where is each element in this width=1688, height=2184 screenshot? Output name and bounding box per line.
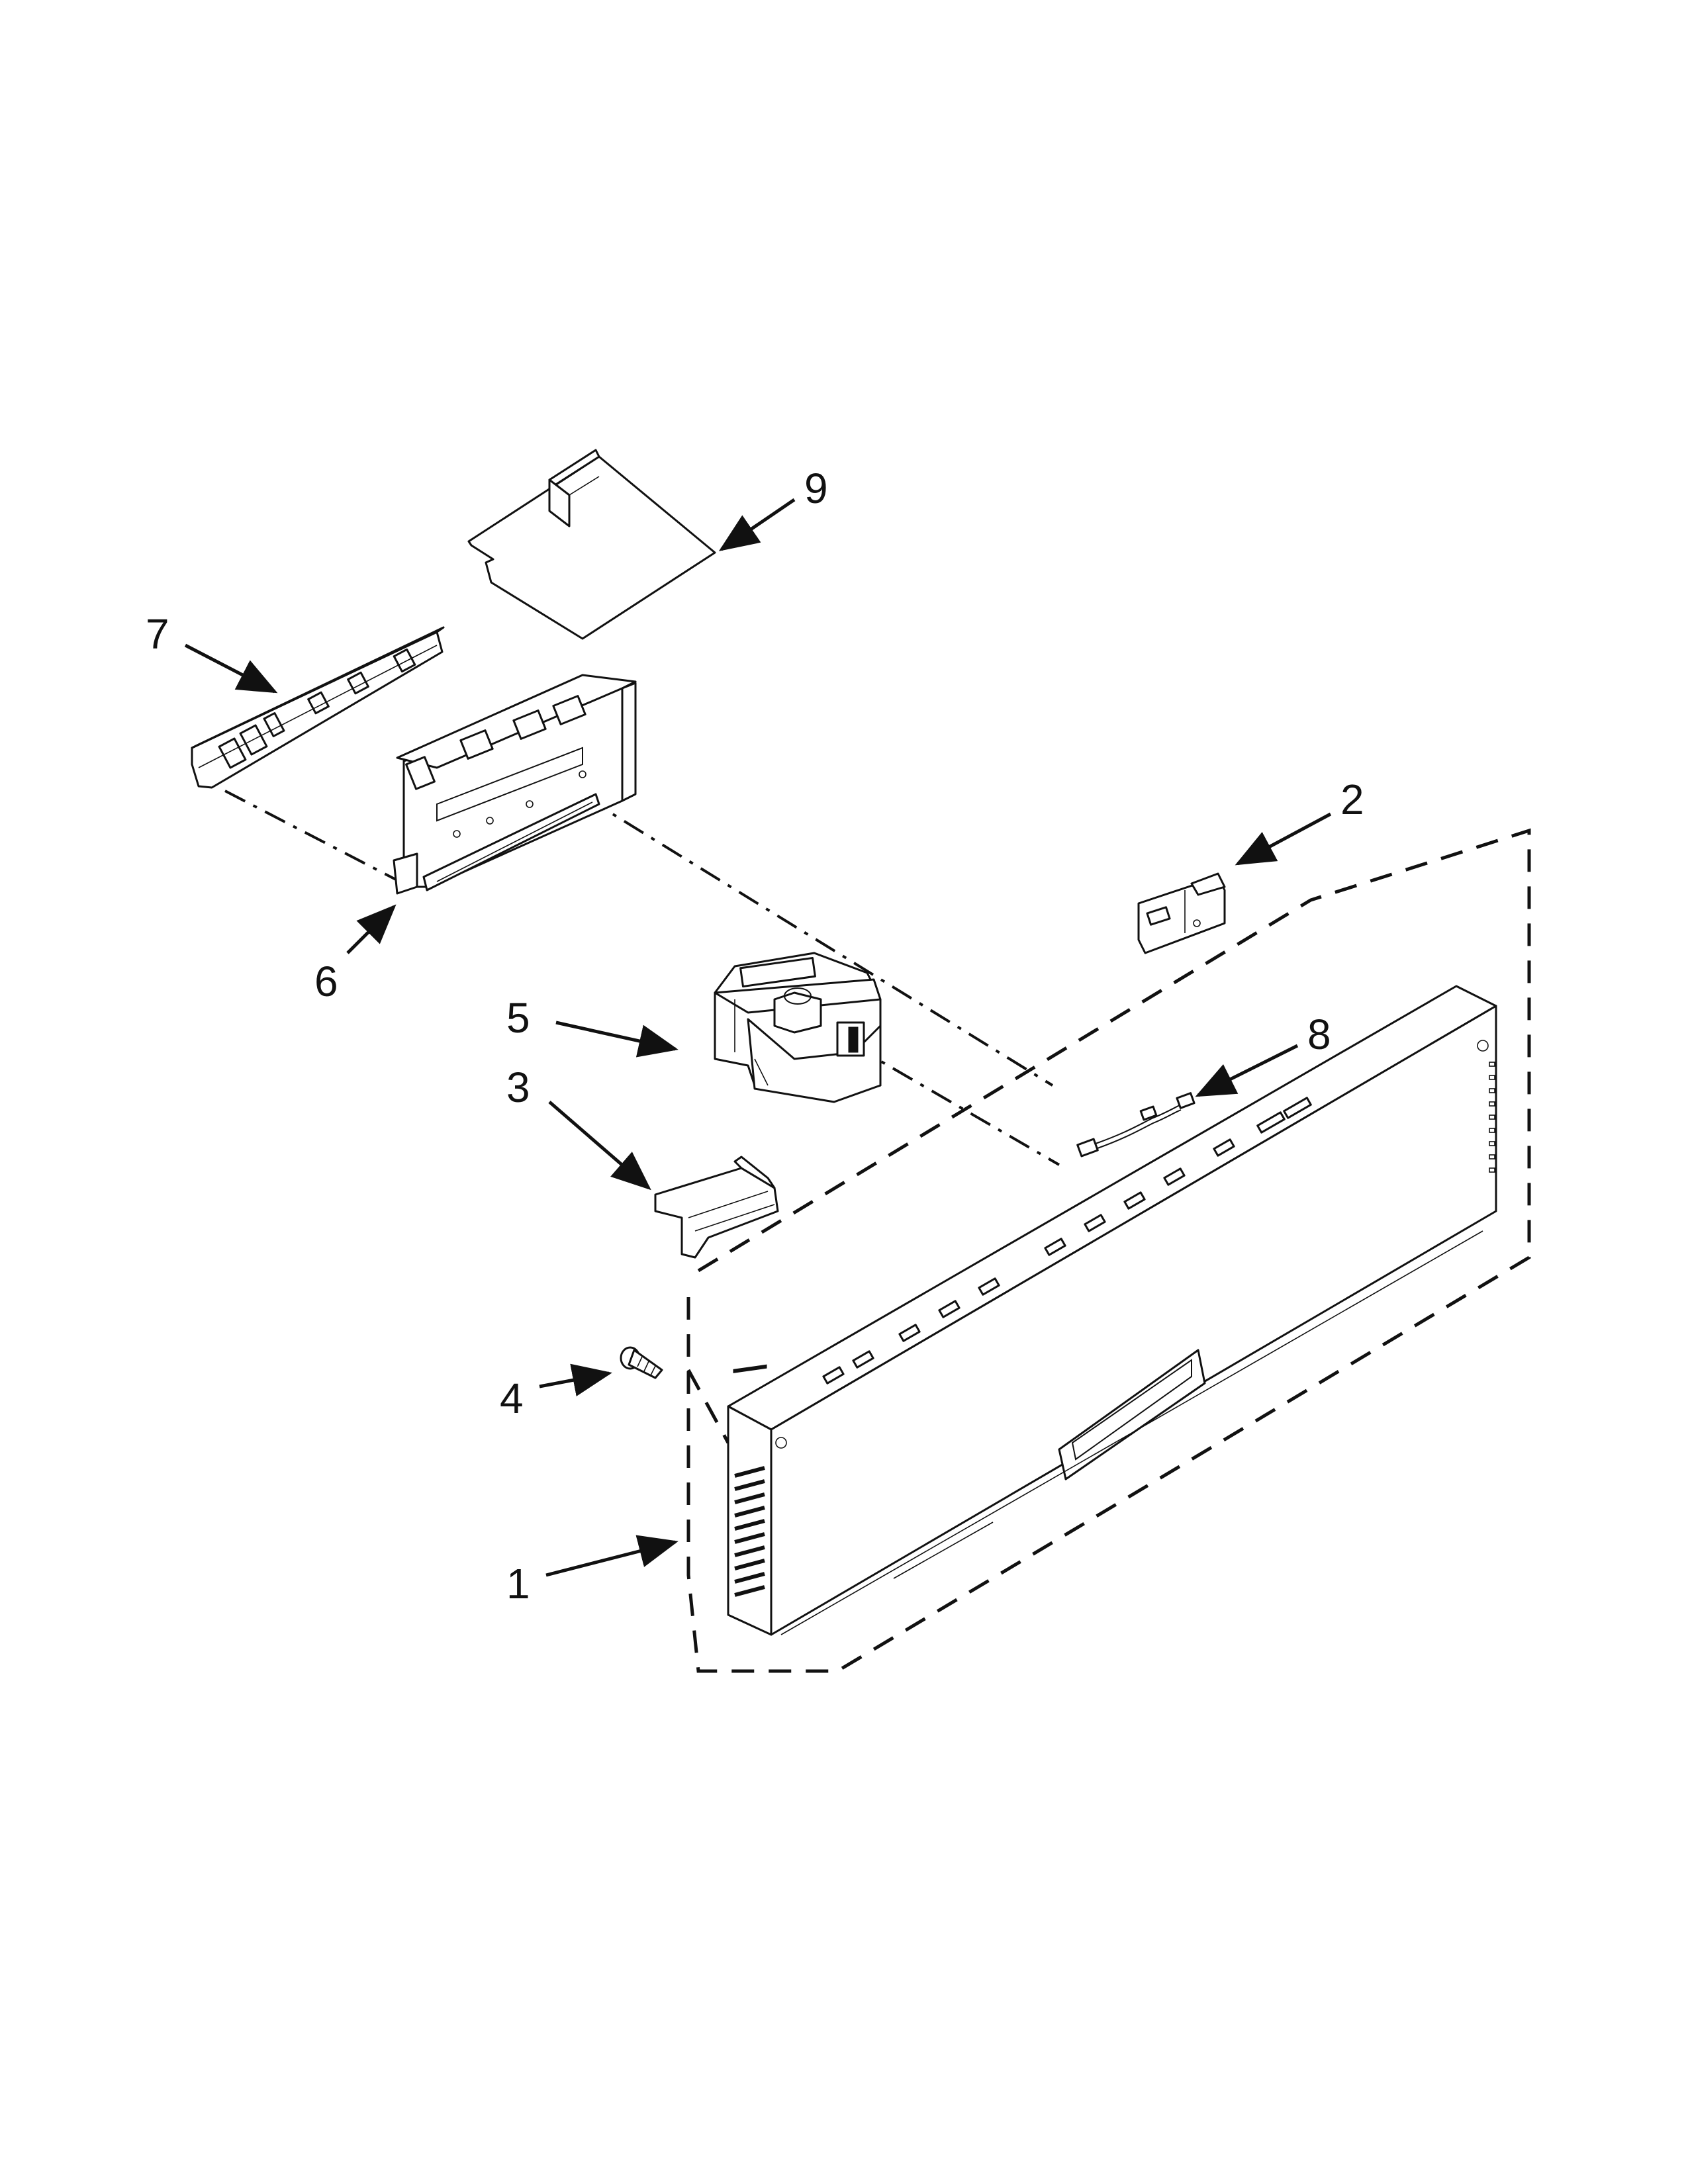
part-8-wire-harness <box>1076 1092 1196 1158</box>
leader-arrows <box>184 498 1332 1577</box>
leader-3 <box>548 1101 651 1191</box>
part-9-insulation-sheet <box>467 449 716 640</box>
callout-8: 8 <box>1307 1011 1331 1058</box>
leader-1 <box>545 1535 679 1577</box>
part-2-clip <box>1137 872 1226 954</box>
panel-vent-slats <box>734 1466 765 1597</box>
leader-7 <box>184 643 278 694</box>
callout-9: 9 <box>804 465 828 512</box>
part-5-holder-block <box>714 952 882 1103</box>
alignment-lines <box>224 790 1060 1166</box>
callout-labels: 9 7 6 2 5 3 8 4 1 <box>146 465 1364 1608</box>
leader-5 <box>555 1021 679 1058</box>
callout-6: 6 <box>314 958 338 1005</box>
callout-4: 4 <box>500 1375 524 1422</box>
leader-4 <box>539 1363 612 1396</box>
assembly-boundary <box>686 828 1531 1673</box>
leader-8 <box>1195 1044 1299 1097</box>
part-3-small-bracket <box>654 1156 779 1259</box>
leader-6 <box>346 904 397 954</box>
part-4-screw <box>620 1346 663 1379</box>
leader-2 <box>1235 812 1332 866</box>
part-6-control-housing <box>393 674 637 895</box>
part-1-control-panel <box>727 985 1497 1636</box>
callout-1: 1 <box>506 1560 530 1608</box>
part-7-bracket-rail <box>191 626 445 789</box>
callout-3: 3 <box>506 1064 530 1111</box>
leader-9 <box>718 498 796 551</box>
callout-5: 5 <box>506 994 530 1042</box>
left-end-vents <box>733 1364 767 1373</box>
callout-2: 2 <box>1340 776 1364 823</box>
callout-7: 7 <box>146 610 169 658</box>
panel-right-slots <box>1489 1062 1495 1173</box>
